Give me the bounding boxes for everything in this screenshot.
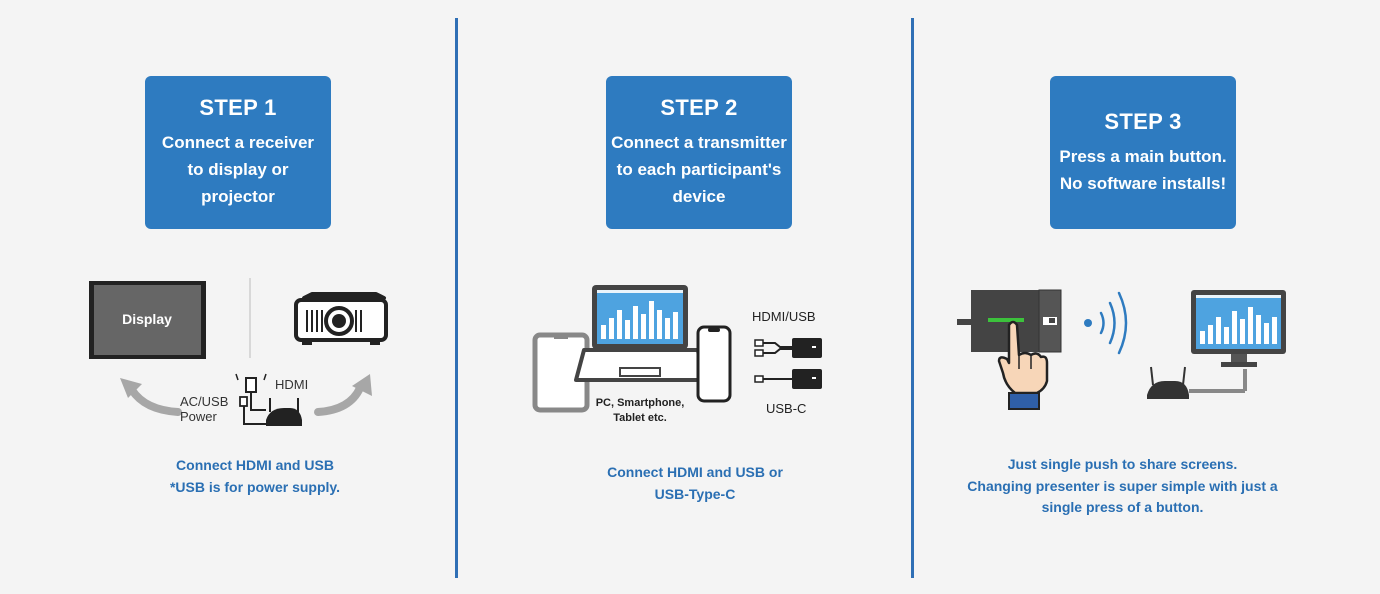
transmitter-usbc-icon bbox=[754, 369, 822, 389]
laptop-icon bbox=[574, 285, 704, 382]
devices-label-line1: PC, Smartphone, bbox=[596, 397, 685, 409]
step-3-caption-line-2: Changing presenter is super simple with … bbox=[967, 477, 1278, 494]
step-3-caption: Just single push to share screens. Chang… bbox=[960, 454, 1285, 519]
step-1-description: Connect a receiver to display or project… bbox=[161, 133, 315, 206]
step-1-illustration: Display AC/USB Power HDMI bbox=[89, 278, 388, 426]
step-1-title: STEP 1 bbox=[199, 95, 277, 120]
receiver-icon bbox=[235, 373, 302, 426]
power-label-line1: AC/USB bbox=[180, 394, 228, 409]
step-1-caption-line-1: Connect HDMI and USB bbox=[176, 457, 334, 473]
smartphone-icon bbox=[696, 325, 732, 403]
hand-icon bbox=[997, 320, 1049, 410]
receiver-icon bbox=[1147, 366, 1247, 399]
display-icon: Display bbox=[89, 281, 206, 359]
step-1-box: STEP 1 Connect a receiver to display or … bbox=[145, 76, 331, 229]
step-3-caption-line-1: Just single push to share screens. bbox=[1007, 456, 1238, 472]
step-3-box: STEP 3 Press a main button. No software … bbox=[1050, 76, 1236, 229]
step-3-description: Press a main button. No software install… bbox=[1059, 146, 1227, 193]
monitor-icon bbox=[1191, 290, 1286, 367]
step-2-description: Connect a transmitter to each participan… bbox=[611, 133, 787, 206]
step-2-box: STEP 2 Connect a transmitter to each par… bbox=[606, 76, 792, 229]
arrow-left-icon bbox=[128, 386, 182, 416]
hdmi-usb-label: HDMI/USB bbox=[752, 309, 816, 324]
display-label: Display bbox=[122, 311, 172, 327]
step-3-illustration bbox=[957, 289, 1286, 410]
arrow-right-icon bbox=[314, 384, 364, 416]
step-2-caption-line-1: Connect HDMI and USB or bbox=[607, 464, 783, 480]
usbc-label: USB-C bbox=[766, 401, 806, 416]
step-2-caption: Connect HDMI and USB or USB-Type-C bbox=[560, 462, 830, 505]
hdmi-label: HDMI bbox=[275, 377, 308, 392]
power-label-line2: Power bbox=[180, 409, 218, 424]
step-2-caption-line-2: USB-Type-C bbox=[654, 485, 736, 502]
step-3-caption-line-3: single press of a button. bbox=[1041, 499, 1204, 515]
projector-icon bbox=[294, 292, 388, 345]
devices-label-line2: Tablet etc. bbox=[613, 412, 667, 424]
step-1-caption-line-2: *USB is for power supply. bbox=[169, 478, 341, 495]
step-2-illustration: PC, Smartphone, Tablet etc. HDMI/USB USB… bbox=[532, 285, 822, 424]
transmitter-hdmi-usb-icon bbox=[754, 338, 822, 358]
wireless-signal-icon bbox=[1084, 291, 1128, 355]
divider-2 bbox=[911, 18, 914, 578]
divider-1 bbox=[455, 18, 458, 578]
step-3-title: STEP 3 bbox=[1104, 108, 1182, 134]
step-1-caption: Connect HDMI and USB *USB is for power s… bbox=[120, 455, 390, 498]
step-2-title: STEP 2 bbox=[660, 95, 738, 120]
